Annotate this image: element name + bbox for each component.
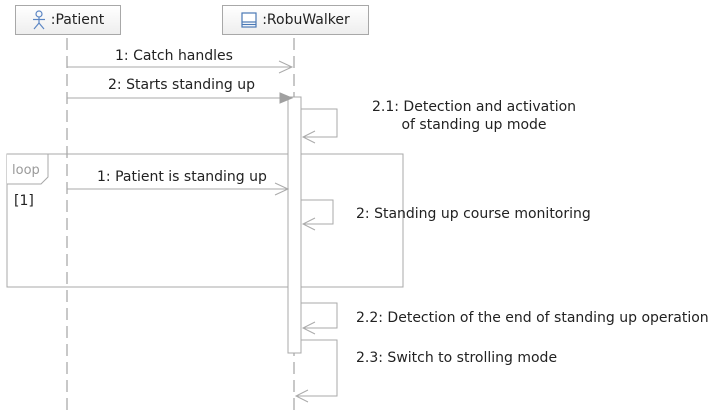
lifeline-name-patient: :Patient xyxy=(50,12,105,28)
actor-icon xyxy=(32,10,45,30)
open-arrowhead xyxy=(301,217,316,231)
loop-fragment xyxy=(6,153,404,288)
open-arrowhead xyxy=(278,60,294,74)
open-arrowhead xyxy=(301,130,316,144)
open-arrowhead xyxy=(301,321,316,335)
lifeline-head-robuwalker: :RobuWalker xyxy=(222,5,369,35)
robuwalker-activation-bar xyxy=(287,96,302,354)
self-message-arrow-strolling xyxy=(296,339,338,397)
loop-operator-label: loop xyxy=(12,163,40,178)
open-arrowhead xyxy=(294,389,309,403)
open-arrowhead xyxy=(274,182,290,196)
self-message-label-monitoring: 2: Standing up course monitoring xyxy=(356,206,591,222)
self-message-label-end-detection: 2.2: Detection of the end of standing up… xyxy=(356,310,709,326)
loop-operator-tab xyxy=(7,153,49,185)
loop-guard: [1] xyxy=(14,193,34,209)
message-label-catch-handles: 1: Catch handles xyxy=(115,48,233,64)
message-label-starts-standing-up: 2: Starts standing up xyxy=(108,77,255,93)
lifeline-name-robuwalker: :RobuWalker xyxy=(262,12,350,28)
self-message-arrow-end-detection xyxy=(301,302,338,329)
filled-arrowhead xyxy=(279,92,294,104)
self-message-label-detection-activation: 2.1: Detection and activation of standin… xyxy=(372,99,577,133)
self-message-arrow-monitoring xyxy=(301,199,334,225)
message-label-patient-standing: 1: Patient is standing up xyxy=(97,169,267,185)
class-icon xyxy=(241,12,257,28)
sequence-diagram-canvas xyxy=(6,38,404,413)
self-message-arrow-detection-activation xyxy=(301,108,338,138)
lifeline-head-patient: :Patient xyxy=(15,5,121,35)
self-message-label-strolling: 2.3: Switch to strolling mode xyxy=(356,350,558,366)
